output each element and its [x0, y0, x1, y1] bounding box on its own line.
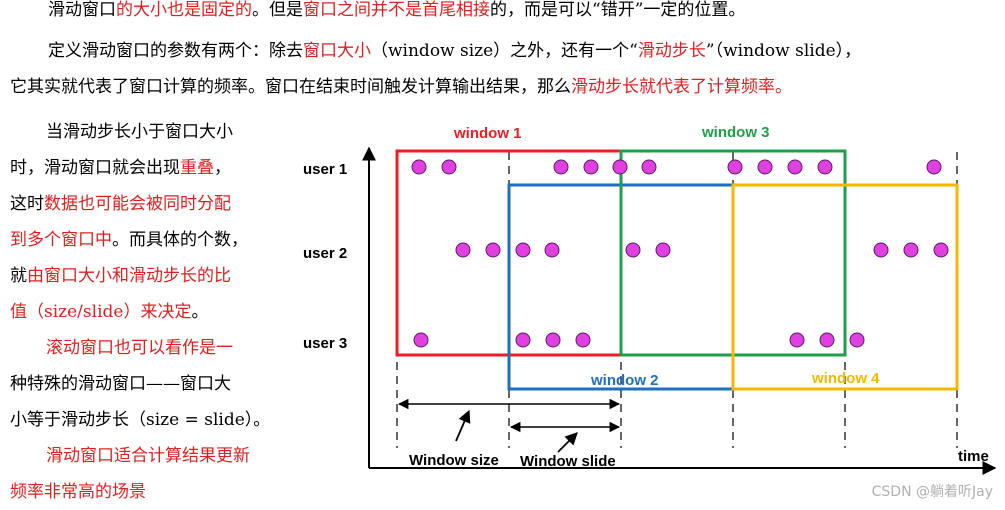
user-label-1: user 1 — [303, 161, 347, 178]
text-sliding-window: 滑动窗口 — [48, 0, 116, 20]
window-2-label: window 2 — [590, 372, 659, 389]
paragraph-line-2: 定义滑动窗口的参数有两个：除去窗口大小（window size）之外，还有一个“… — [48, 33, 861, 69]
left-line-1: 当滑动步长小于窗口大小 — [10, 114, 295, 150]
left-text-multi-windows: 到多个窗口中 — [10, 230, 112, 250]
left-line-2: 时，滑动窗口就会出现重叠， — [10, 150, 295, 186]
text-window-slide-en: ”（window slide）， — [705, 41, 862, 61]
left-text: 。而具体的个数， — [112, 230, 248, 250]
text-params-intro: 定义滑动窗口的参数有两个：除去 — [48, 41, 303, 61]
left-column-text: 当滑动步长小于窗口大小 时，滑动窗口就会出现重叠， 这时数据也可能会被同时分配 … — [10, 114, 295, 510]
left-text-size-slide: （size/slide）来决定 — [27, 302, 192, 322]
left-line-6: 值（size/slide）来决定。 — [10, 294, 295, 330]
left-text: ， — [214, 158, 231, 178]
left-text-value: 值 — [10, 302, 27, 322]
left-text: 就 — [10, 266, 27, 286]
text-window-size-en: （window size）之外，还有一个“ — [371, 41, 638, 61]
left-text-ratio: 由窗口大小和滑动步长的比 — [27, 266, 231, 286]
left-line-8: 种特殊的滑动窗口——窗口大 — [10, 366, 295, 402]
text-slide-step: 滑动步长 — [637, 41, 706, 61]
left-text-tumbling: 滚动窗口也可以看作是一 — [46, 338, 233, 358]
window-4-label: window 4 — [811, 370, 880, 387]
text-but: 。但是 — [252, 0, 303, 20]
window-slide-label: Window slide — [520, 453, 616, 470]
left-text: 。 — [191, 302, 209, 322]
slide-pointer — [557, 432, 578, 453]
text-frequency-intro: 它其实就代表了窗口计算的频率。窗口在结束时间触发计算输出结果，那么 — [10, 77, 571, 97]
left-line-11: 频率非常高的场景 — [10, 474, 295, 510]
size-pointer — [455, 409, 471, 442]
text-window-size: 窗口大小 — [303, 41, 371, 61]
left-text: 种特殊的滑动窗口——窗口大 — [10, 374, 231, 394]
user-label-3: user 3 — [303, 335, 347, 352]
left-text: 小等于滑动步长（size = slide）。 — [10, 410, 271, 430]
left-line-9: 小等于滑动步长（size = slide）。 — [10, 402, 295, 438]
left-line-3: 这时数据也可能会被同时分配 — [10, 186, 295, 222]
left-text: 当滑动步长小于窗口大小 — [46, 122, 233, 142]
paragraph-line-3: 它其实就代表了窗口计算的频率。窗口在结束时间触发计算输出结果，那么滑动步长就代表… — [10, 69, 792, 105]
left-text-use-case: 频率非常高的场景 — [10, 482, 146, 502]
text-not-adjacent: 窗口之间并不是首尾相接 — [303, 0, 490, 20]
left-line-5: 就由窗口大小和滑动步长的比 — [10, 258, 295, 294]
user-label-2: user 2 — [303, 245, 347, 262]
text-size-fixed: 的大小也是固定的 — [116, 0, 252, 20]
time-axis-label: time — [958, 448, 989, 465]
left-line-7: 滚动窗口也可以看作是一 — [10, 330, 295, 366]
paragraph-line-1: 滑动窗口的大小也是固定的。但是窗口之间并不是首尾相接的，而是可以“错开”一定的位… — [48, 0, 745, 28]
window-size-label: Window size — [409, 452, 499, 469]
left-line-10: 滑动窗口适合计算结果更新 — [10, 438, 295, 474]
window-3-label: window 3 — [701, 124, 770, 141]
left-text: 这时 — [10, 194, 44, 214]
left-line-4: 到多个窗口中。而具体的个数， — [10, 222, 295, 258]
watermark: CSDN @躺着听Jay — [871, 484, 993, 500]
window-4-box — [731, 183, 959, 391]
left-text-use-case: 滑动窗口适合计算结果更新 — [46, 446, 250, 466]
window-1-label: window 1 — [453, 125, 522, 142]
text-slide-frequency: 滑动步长就代表了计算频率。 — [571, 77, 792, 97]
left-text-multi-assign: 数据也可能会被同时分配 — [44, 194, 231, 214]
text-staggered: 的，而是可以“错开”一定的位置。 — [490, 0, 746, 20]
left-text-overlap: 重叠 — [180, 158, 214, 178]
left-text: 时，滑动窗口就会出现 — [10, 158, 180, 178]
event-dots — [411, 159, 949, 348]
